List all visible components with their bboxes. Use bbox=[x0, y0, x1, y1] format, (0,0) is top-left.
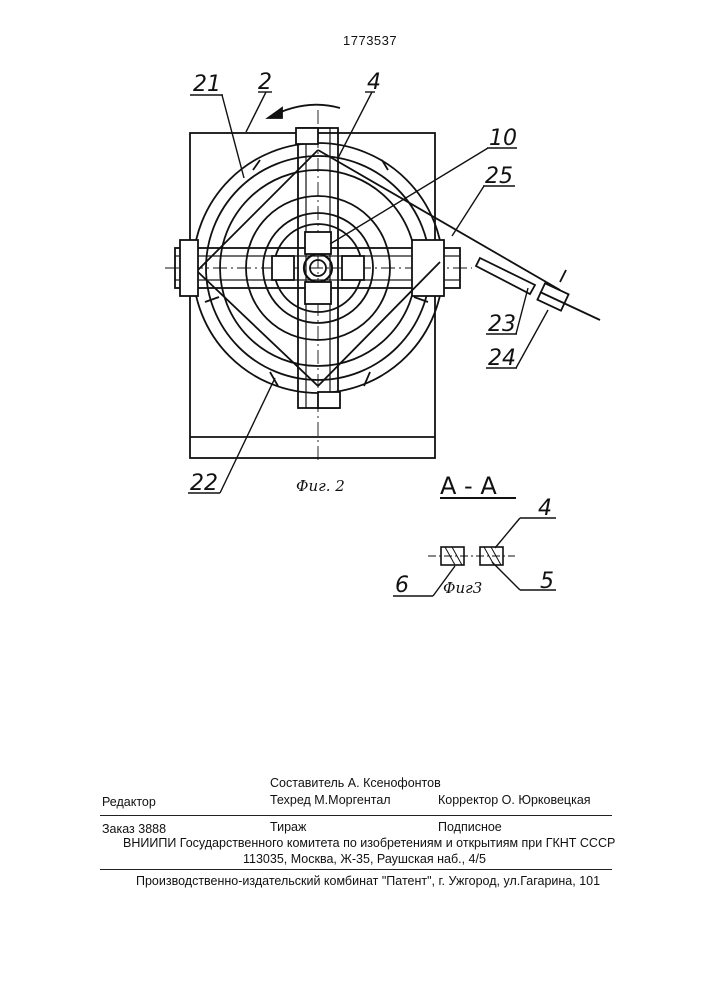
label-5: 5 bbox=[540, 569, 554, 594]
label-10: 10 bbox=[489, 126, 517, 151]
label-22: 22 bbox=[190, 471, 218, 496]
divider-bottom bbox=[100, 869, 612, 870]
circulation-label: Тираж bbox=[270, 820, 306, 834]
editor-label: Редактор bbox=[102, 795, 156, 809]
label-25: 25 bbox=[485, 164, 513, 189]
corrector-line: Корректор О. Юрковецкая bbox=[438, 793, 591, 807]
label-6: 6 bbox=[395, 573, 409, 598]
vniipi-line: ВНИИПИ Государственного комитета по изоб… bbox=[123, 836, 615, 850]
address-line: 113035, Москва, Ж-35, Раушская наб., 4/5 bbox=[243, 852, 486, 866]
figure-2-drawing bbox=[165, 105, 600, 460]
section-title: А - А bbox=[440, 472, 497, 500]
label-24: 24 bbox=[488, 346, 516, 371]
divider-top bbox=[100, 815, 612, 816]
label-21: 21 bbox=[193, 72, 221, 97]
figure-3-caption: Фиг3 bbox=[443, 579, 482, 597]
label-4: 4 bbox=[367, 70, 381, 95]
label-4-section: 4 bbox=[538, 496, 552, 521]
label-23: 23 bbox=[488, 312, 516, 337]
compiler-line: Составитель А. Ксенофонтов bbox=[270, 776, 441, 790]
subscription-label: Подписное bbox=[438, 820, 502, 834]
order-number: Заказ 3888 bbox=[102, 822, 166, 836]
label-2: 2 bbox=[258, 70, 272, 95]
publisher-line: Производственно-издательский комбинат "П… bbox=[136, 874, 600, 888]
figure-3-section bbox=[428, 498, 516, 565]
techred-line: Техред М.Моргентал bbox=[270, 793, 391, 807]
figure-2-caption: Фиг. 2 bbox=[296, 477, 345, 495]
